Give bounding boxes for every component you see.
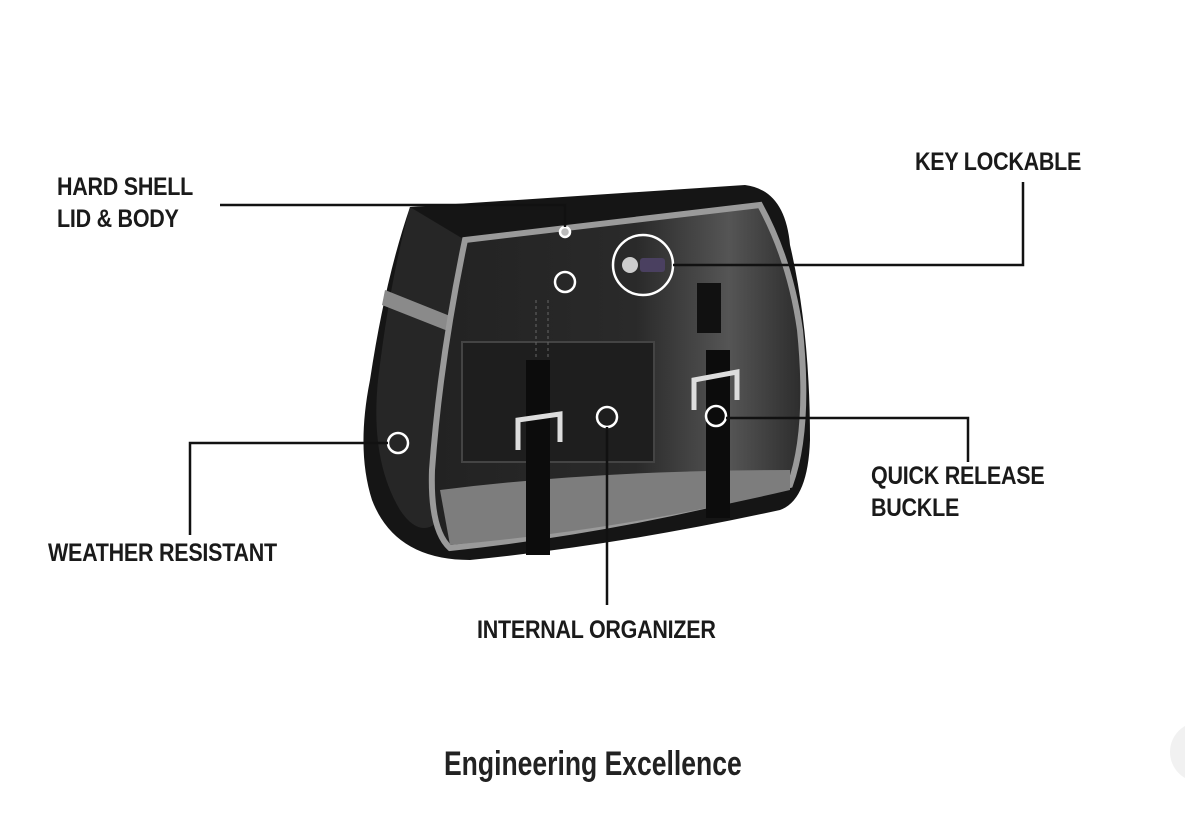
callout-hard-shell: HARD SHELL LID & BODY (57, 171, 193, 235)
callout-quick-release-line2: BUCKLE (871, 494, 960, 522)
section-heading-text: Engineering Excellence (443, 745, 742, 783)
callout-hard-shell-line1: HARD SHELL (57, 173, 193, 201)
callout-internal-organizer: INTERNAL ORGANIZER (477, 616, 716, 644)
callout-key-lockable: KEY LOCKABLE (915, 148, 1082, 176)
section-heading: Engineering Excellence (0, 745, 1185, 784)
floating-action-button[interactable] (1170, 722, 1185, 782)
callout-weather-resistant: WEATHER RESISTANT (48, 539, 277, 567)
saddlebag-body (363, 185, 810, 560)
callout-lines (188, 182, 1025, 605)
callout-quick-release-line1: QUICK RELEASE (871, 462, 1045, 490)
callout-hard-shell-line2: LID & BODY (57, 205, 179, 233)
callout-quick-release: QUICK RELEASE BUCKLE (871, 460, 1045, 524)
